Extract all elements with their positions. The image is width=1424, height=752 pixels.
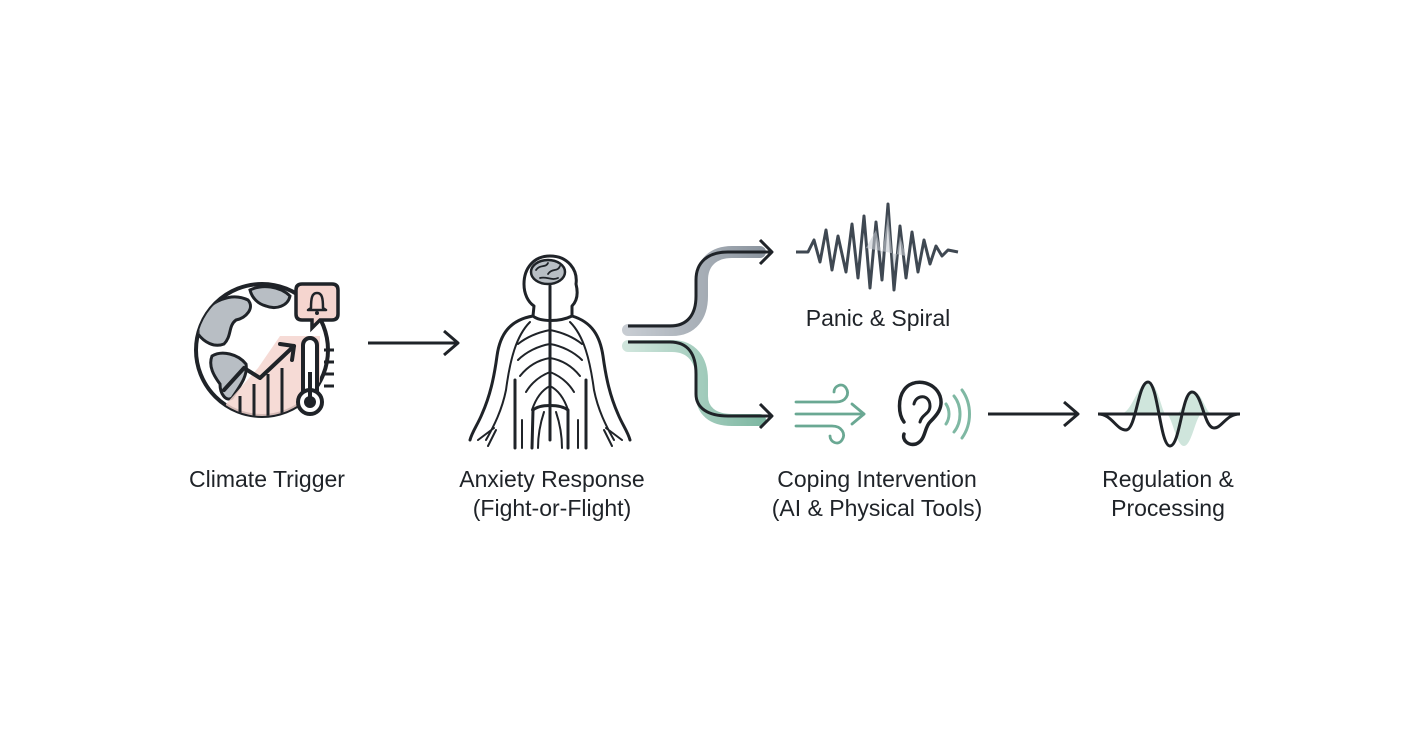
breath-and-listening-icon	[794, 380, 971, 447]
stage-label-line: (Fight-or-Flight)	[472, 495, 632, 521]
stage-label-line: Anxiety Response	[459, 466, 645, 492]
stage-label-line: Processing	[1111, 495, 1225, 521]
arrow-coping-to-regulation	[988, 400, 1080, 428]
arrow-trigger-to-anxiety	[368, 329, 460, 357]
stage-label-line: Coping Intervention	[777, 466, 977, 492]
stage-label-panic-spiral: Panic & Spiral	[762, 304, 994, 333]
branch-to-panic	[622, 238, 774, 336]
stage-label-line: Panic & Spiral	[805, 305, 951, 331]
stage-label-regulation-processing: Regulation & Processing	[1060, 465, 1276, 523]
erratic-waveform-icon	[796, 202, 959, 292]
stage-label-line: Regulation &	[1102, 466, 1234, 492]
stage-label-line: Climate Trigger	[189, 466, 345, 492]
branch-to-coping	[622, 340, 774, 430]
smooth-waveform-icon	[1097, 380, 1241, 448]
stage-label-climate-trigger: Climate Trigger	[142, 465, 392, 494]
stage-label-anxiety-response: Anxiety Response (Fight-or-Flight)	[412, 465, 692, 523]
stage-label-line: (AI & Physical Tools)	[771, 495, 983, 521]
globe-thermometer-alert-icon	[194, 282, 340, 418]
stage-label-coping-intervention: Coping Intervention (AI & Physical Tools…	[737, 465, 1017, 523]
human-nervous-system-icon	[468, 254, 632, 450]
